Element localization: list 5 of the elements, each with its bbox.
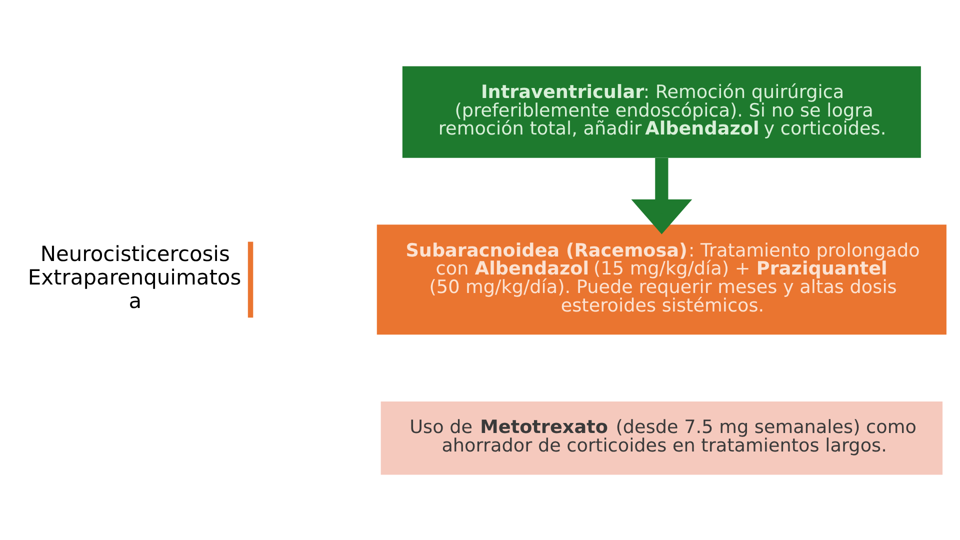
- node-box: Intraventricular: Remoción quirúrgica (preferiblemente endoscópica). Si no se logra remoción total, añadir Albendazol y corticoides.: [402, 66, 921, 158]
- node-box: Uso de Metotrexato (desde 7.5 mg semanales) como ahorrador de corticoides en tratamientos largos.: [380, 400, 943, 474]
- node-box: Subaracnoidea (Racemosa): Tratamiento prolongado con Albendazol (15 mg/kg/día) + Praziquantel (50 mg/kg/día). Puede requerir meses y altas dosis esteroides sistémicos.: [376, 224, 946, 334]
- arrow: [631, 158, 692, 234]
- label: Neurocisticercosis Extraparenquimatosa: [28, 242, 242, 313]
